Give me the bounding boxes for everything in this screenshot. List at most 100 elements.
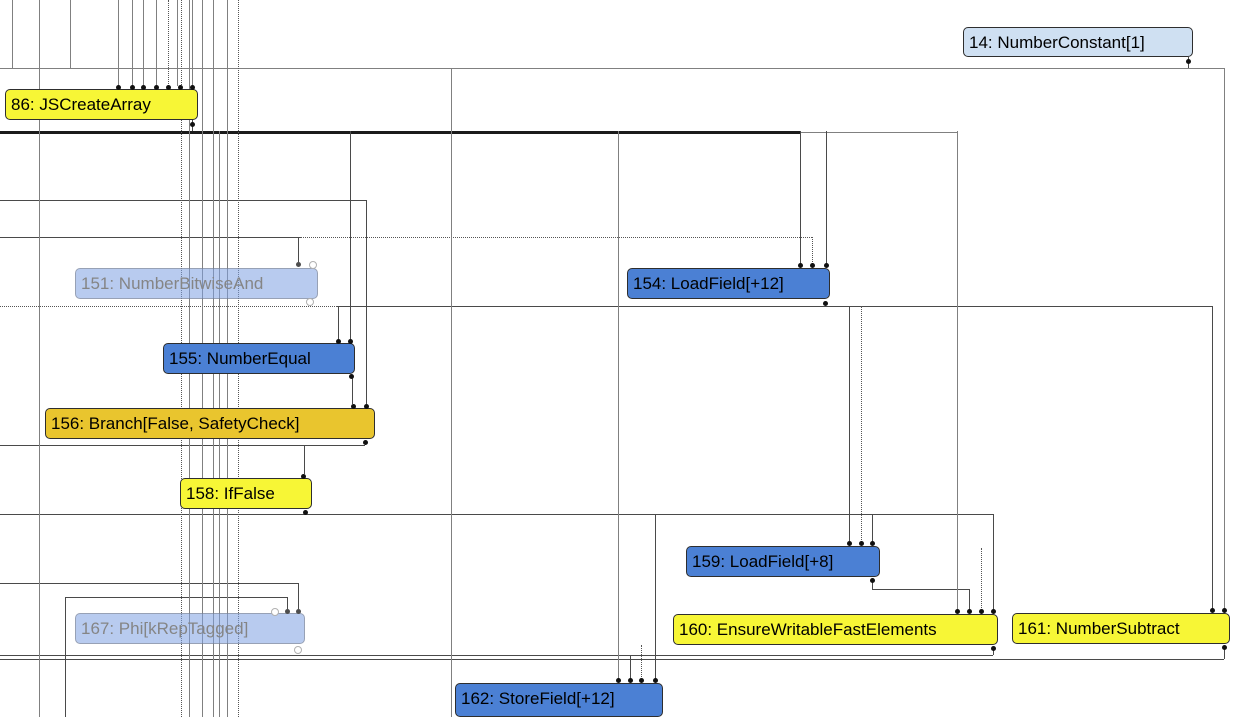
input-port[interactable] bbox=[797, 262, 803, 268]
input-port[interactable] bbox=[954, 608, 960, 614]
hidden-edge-port[interactable] bbox=[294, 646, 302, 654]
input-port[interactable] bbox=[189, 84, 195, 90]
input-port[interactable] bbox=[153, 84, 159, 90]
edge-segment bbox=[350, 131, 351, 339]
edge-segment bbox=[143, 0, 144, 86]
edge-segment bbox=[0, 68, 1224, 69]
input-port[interactable] bbox=[652, 677, 658, 683]
edge-segment bbox=[65, 597, 66, 717]
edge-segment bbox=[981, 548, 982, 610]
node-14[interactable]: 14: NumberConstant[1] bbox=[963, 27, 1193, 57]
edge-segment bbox=[0, 131, 800, 134]
output-port[interactable] bbox=[990, 645, 996, 651]
edge-segment bbox=[1212, 306, 1213, 609]
edge-segment bbox=[0, 655, 993, 656]
input-port[interactable] bbox=[140, 84, 146, 90]
input-port[interactable] bbox=[966, 608, 972, 614]
input-port[interactable] bbox=[177, 84, 183, 90]
edge-segment bbox=[287, 597, 288, 609]
edge-segment bbox=[39, 0, 40, 717]
edge-segment bbox=[12, 0, 13, 68]
edge-segment bbox=[0, 237, 300, 238]
edge-segment bbox=[352, 377, 353, 404]
input-port[interactable] bbox=[115, 84, 121, 90]
edge-segment bbox=[298, 583, 299, 609]
input-port[interactable] bbox=[846, 540, 852, 546]
input-port[interactable] bbox=[129, 84, 135, 90]
edge-segment bbox=[65, 597, 287, 598]
node-161[interactable]: 161: NumberSubtract bbox=[1012, 613, 1230, 644]
input-port[interactable] bbox=[347, 338, 353, 344]
edge-segment bbox=[630, 655, 631, 679]
node-155[interactable]: 155: NumberEqual bbox=[163, 343, 355, 374]
input-port[interactable] bbox=[1221, 607, 1227, 613]
node-167[interactable]: 167: Phi[kRepTagged] bbox=[75, 613, 305, 644]
edge-segment bbox=[800, 131, 801, 264]
edge-segment bbox=[618, 131, 619, 680]
edge-segment bbox=[300, 237, 812, 238]
hidden-edge-port[interactable] bbox=[309, 261, 317, 269]
node-86[interactable]: 86: JSCreateArray bbox=[5, 89, 198, 120]
node-162[interactable]: 162: StoreField[+12] bbox=[455, 683, 663, 717]
input-port[interactable] bbox=[300, 473, 306, 479]
input-port[interactable] bbox=[627, 677, 633, 683]
input-port[interactable] bbox=[638, 677, 644, 683]
hidden-edge-port[interactable] bbox=[306, 298, 314, 306]
output-port[interactable] bbox=[822, 300, 828, 306]
input-port[interactable] bbox=[363, 403, 369, 409]
node-159[interactable]: 159: LoadField[+8] bbox=[686, 546, 880, 577]
edge-segment bbox=[177, 0, 178, 86]
edge-segment bbox=[0, 306, 337, 307]
output-port[interactable] bbox=[1221, 644, 1227, 650]
input-port[interactable] bbox=[295, 608, 301, 614]
hidden-edge-port[interactable] bbox=[271, 608, 279, 616]
node-158[interactable]: 158: IfFalse bbox=[180, 478, 312, 509]
edge-segment bbox=[993, 647, 994, 655]
input-port[interactable] bbox=[615, 677, 621, 683]
edge-segment bbox=[156, 0, 157, 86]
input-port[interactable] bbox=[295, 261, 301, 267]
edge-segment bbox=[298, 237, 299, 262]
edge-segment bbox=[872, 579, 873, 589]
input-port[interactable] bbox=[809, 262, 815, 268]
node-156[interactable]: 156: Branch[False, SafetyCheck] bbox=[45, 408, 375, 439]
input-port[interactable] bbox=[978, 608, 984, 614]
edge-segment bbox=[1224, 68, 1225, 609]
edge-segment bbox=[132, 0, 133, 86]
input-port[interactable] bbox=[335, 338, 341, 344]
edge-segment bbox=[366, 200, 367, 404]
node-154[interactable]: 154: LoadField[+12] bbox=[627, 268, 830, 299]
edge-segment bbox=[812, 237, 813, 264]
edge-segment bbox=[338, 306, 339, 339]
edge-segment bbox=[168, 0, 169, 86]
output-port[interactable] bbox=[362, 439, 368, 445]
edge-segment bbox=[993, 514, 994, 610]
node-151[interactable]: 151: NumberBitwiseAnd bbox=[75, 268, 318, 299]
input-port[interactable] bbox=[869, 540, 875, 546]
input-port[interactable] bbox=[823, 262, 829, 268]
node-160[interactable]: 160: EnsureWritableFastElements bbox=[673, 614, 998, 645]
edge-segment bbox=[655, 514, 656, 679]
input-port[interactable] bbox=[284, 608, 290, 614]
output-port[interactable] bbox=[348, 373, 354, 379]
output-port[interactable] bbox=[302, 509, 308, 515]
edge-segment bbox=[192, 0, 193, 86]
edge-segment bbox=[957, 131, 958, 610]
edge-segment bbox=[0, 659, 1224, 660]
input-port[interactable] bbox=[1209, 607, 1215, 613]
output-port[interactable] bbox=[869, 577, 875, 583]
input-port[interactable] bbox=[990, 608, 996, 614]
input-port[interactable] bbox=[858, 540, 864, 546]
edge-segment bbox=[337, 306, 1212, 307]
edge-segment bbox=[861, 306, 862, 542]
edge-segment bbox=[304, 445, 305, 474]
output-port[interactable] bbox=[1185, 58, 1191, 64]
edge-segment bbox=[969, 589, 970, 610]
input-port[interactable] bbox=[165, 84, 171, 90]
edge-segment bbox=[1224, 646, 1225, 659]
edge-segment bbox=[451, 68, 452, 717]
output-port[interactable] bbox=[189, 121, 195, 127]
edge-segment bbox=[0, 583, 298, 584]
input-port[interactable] bbox=[350, 403, 356, 409]
